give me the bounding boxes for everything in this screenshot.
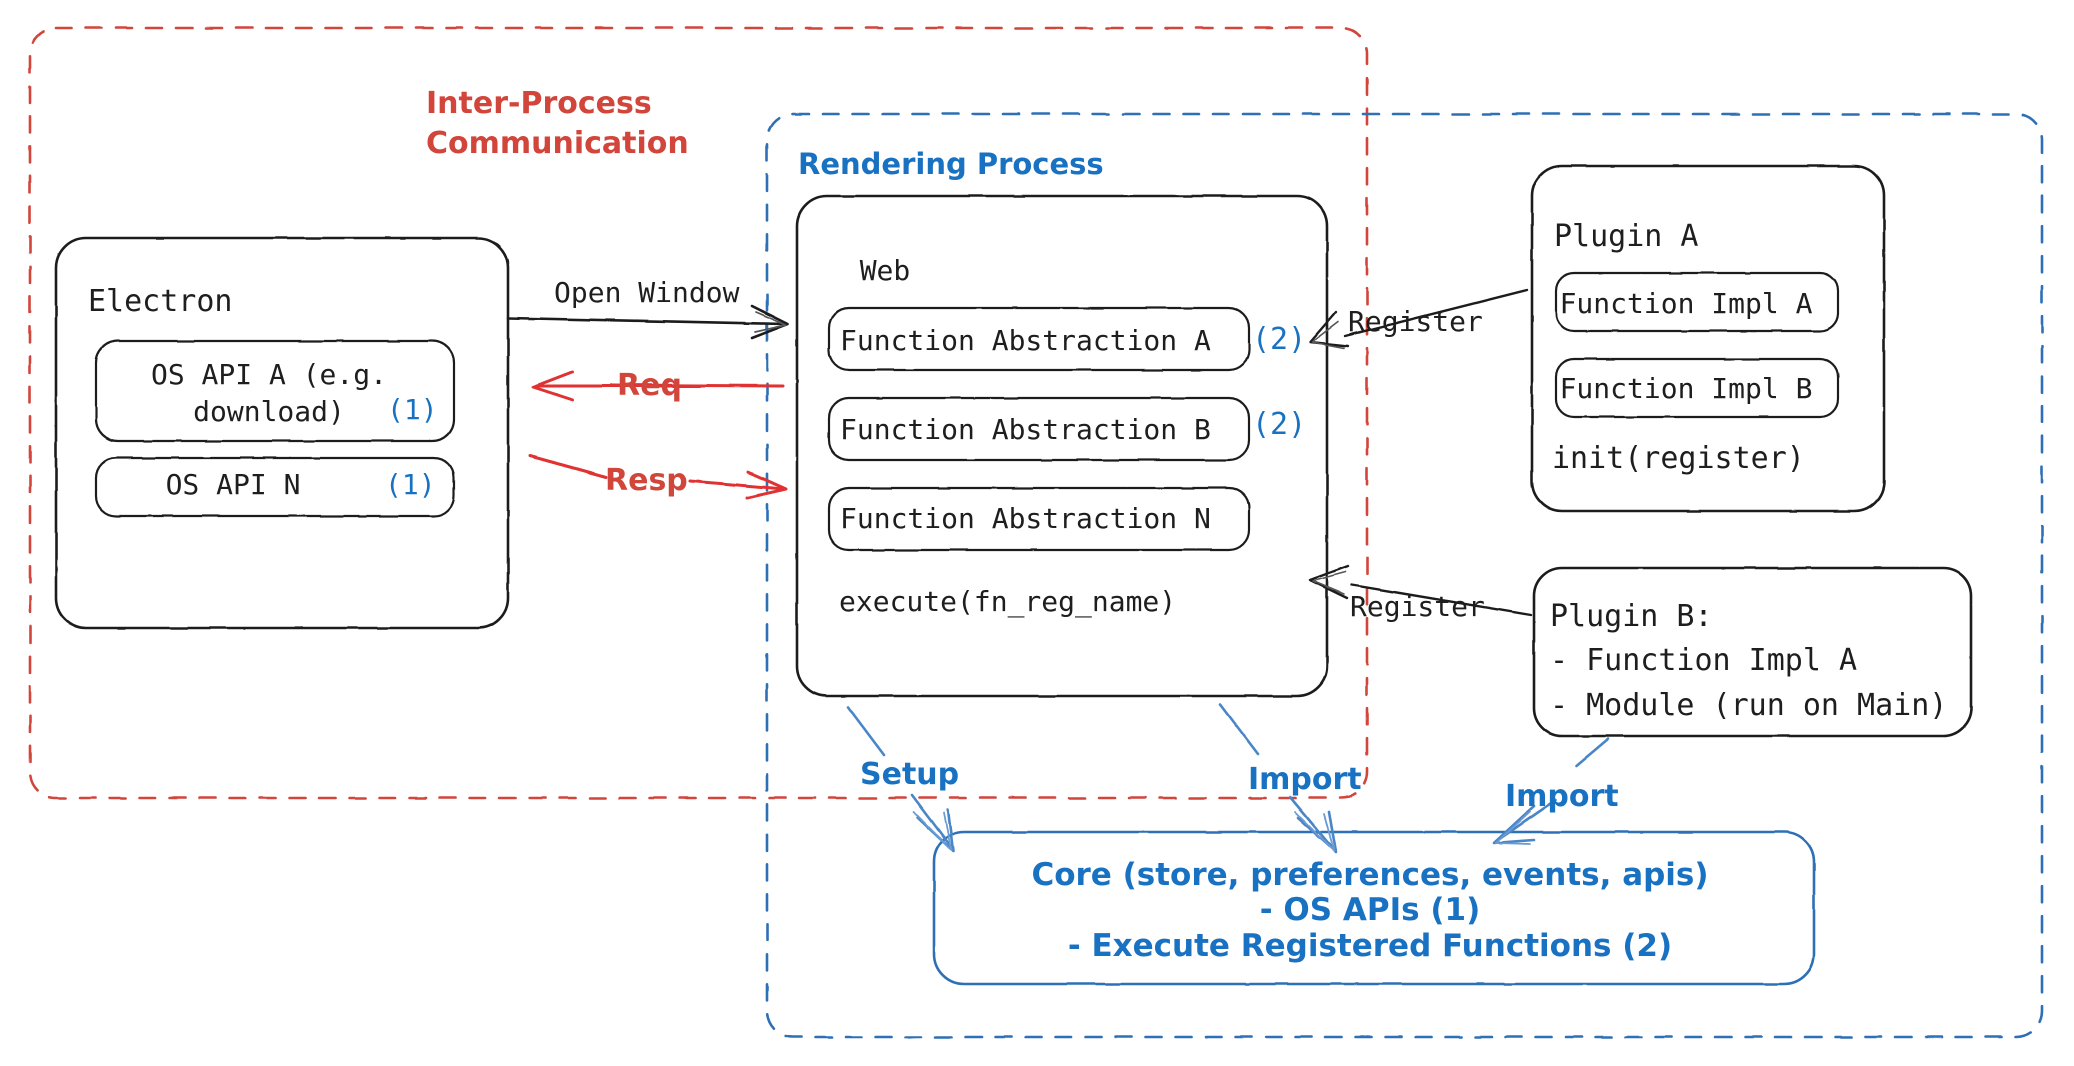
plugin-b-title: Plugin B:: [1550, 599, 1713, 634]
edge-label-import-plugin-b: Import: [1505, 779, 1619, 814]
os-api-a-marker: (1): [387, 393, 438, 426]
edge-label-open-window: Open Window: [554, 276, 740, 309]
function-abstraction-a-label: Function Abstraction A: [840, 324, 1211, 357]
core-line-1: Core (store, preferences, events, apis): [1031, 857, 1709, 893]
os-api-n-marker: (1): [385, 468, 436, 501]
electron-title: Electron: [88, 284, 233, 319]
edge-label-setup: Setup: [860, 757, 960, 792]
os-api-n-label: OS API N: [165, 468, 301, 501]
function-abstraction-n-label: Function Abstraction N: [840, 502, 1211, 535]
core-line-2: - OS APIs (1): [1259, 892, 1481, 928]
plugin-a-init-label: init(register): [1552, 441, 1805, 476]
edge-label-register-a: Register: [1348, 305, 1483, 338]
edge-label-resp: Resp: [605, 463, 688, 498]
edge-label-register-b: Register: [1350, 590, 1485, 623]
os-api-a-label: OS API A (e.g. download): [150, 358, 387, 428]
ipc-title: Inter-Process Communication: [426, 86, 689, 161]
edge-label-req: Req: [617, 368, 682, 403]
web-title: Web: [859, 254, 911, 287]
plugin-a-impl-b-label: Function Impl B: [1559, 372, 1813, 405]
plugin-a-title: Plugin A: [1554, 219, 1699, 254]
core-line-3: - Execute Registered Functions (2): [1067, 928, 1673, 964]
function-abstraction-a-marker: (2): [1252, 322, 1307, 357]
function-abstraction-b-marker: (2): [1252, 407, 1307, 442]
plugin-b-line-2: - Module (run on Main): [1550, 688, 1948, 723]
plugin-b-line-1: - Function Impl A: [1550, 643, 1858, 678]
function-abstraction-b-label: Function Abstraction B: [840, 413, 1211, 446]
web-execute-label: execute(fn_reg_name): [839, 585, 1177, 618]
rendering-process-title: Rendering Process: [798, 147, 1104, 181]
edge-label-import-web: Import: [1248, 762, 1362, 797]
plugin-a-impl-a-label: Function Impl A: [1559, 287, 1813, 320]
